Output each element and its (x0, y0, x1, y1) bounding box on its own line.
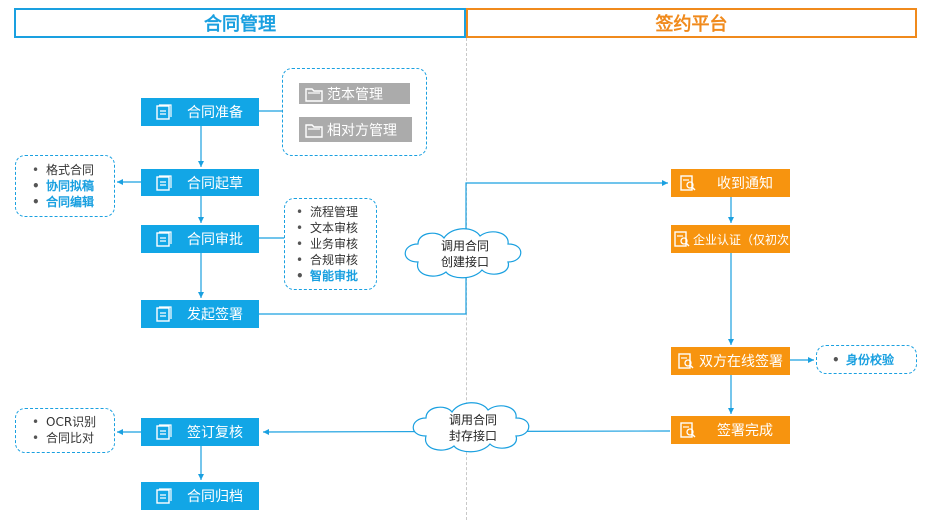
document-icon (156, 424, 172, 440)
step-initiate-signing[interactable]: 发起签署 (141, 300, 259, 328)
step-contract-approve[interactable]: 合同审批 (141, 225, 259, 253)
step-receive-notice[interactable]: 收到通知 (671, 169, 790, 197)
step-initiate-signing-label: 发起签署 (187, 307, 243, 323)
step-contract-archive-label: 合同归档 (187, 489, 243, 505)
document-icon (156, 306, 172, 322)
feature-smart-approval: 智能审批 (294, 268, 358, 284)
sign-features-frame (816, 345, 917, 374)
feature-process-management: 流程管理 (294, 204, 358, 220)
feature-business-review: 业务审核 (294, 236, 358, 252)
counterparty-management-label: 相对方管理 (327, 122, 397, 139)
feature-ocr-recognition: OCR识别 (30, 414, 96, 430)
cloud-create-line2: 创建接口 (440, 255, 489, 269)
step-contract-prepare-label: 合同准备 (187, 105, 243, 121)
draft-features-frame (15, 155, 115, 217)
sign-features-list: 身份校验 (830, 352, 894, 368)
review-features-list: OCR识别 合同比对 (30, 414, 96, 446)
template-management-label: 范本管理 (327, 86, 383, 103)
cloud-create-label: 调用合同 创建接口 (420, 238, 510, 270)
feature-collaborative-drafting: 协同拟稿 (30, 178, 94, 194)
feature-compliance-review: 合规审核 (294, 252, 358, 268)
document-icon (156, 231, 172, 247)
feature-text-review: 文本审核 (294, 220, 358, 236)
cloud-archive-label: 调用合同 封存接口 (428, 412, 518, 444)
feature-format-contract: 格式合同 (30, 162, 94, 178)
step-contract-draft-label: 合同起草 (187, 175, 243, 192)
counterparty-management-box[interactable]: 相对方管理 (299, 117, 412, 142)
step-contract-draft[interactable]: 合同起草 (141, 169, 259, 196)
cloud-archive-line2: 封存接口 (448, 429, 497, 443)
header-signing-platform: 签约平台 (466, 8, 917, 38)
document-search-icon (678, 353, 694, 369)
approve-features-list: 流程管理 文本审核 业务审核 合规审核 智能审批 (294, 204, 358, 284)
step-signing-complete-label: 签署完成 (717, 423, 773, 439)
document-icon (156, 488, 172, 504)
cloud-archive-interface (412, 402, 530, 453)
review-features-frame (15, 408, 115, 453)
document-icon (156, 174, 172, 191)
prepare-group-frame (282, 68, 427, 156)
step-signing-review[interactable]: 签订复核 (141, 418, 259, 446)
cloud-create-line1: 调用合同 (440, 239, 489, 253)
step-signing-complete[interactable]: 签署完成 (671, 416, 790, 444)
document-search-icon (674, 231, 690, 247)
document-icon (156, 104, 172, 120)
header-contract-management: 合同管理 (14, 8, 466, 38)
folder-icon (305, 87, 323, 102)
step-company-auth[interactable]: 企业认证（仅初次 (671, 225, 790, 253)
template-management-box[interactable]: 范本管理 (299, 83, 410, 104)
step-online-signing[interactable]: 双方在线签署 (671, 347, 790, 375)
cloud-archive-line1: 调用合同 (448, 413, 497, 427)
folder-icon (305, 123, 323, 138)
step-online-signing-label: 双方在线签署 (699, 354, 783, 370)
step-contract-archive[interactable]: 合同归档 (141, 482, 259, 510)
step-company-auth-label: 企业认证（仅初次 (693, 232, 790, 247)
approve-features-frame (284, 198, 377, 290)
document-search-icon (680, 422, 696, 438)
step-receive-notice-label: 收到通知 (717, 176, 773, 192)
cloud-create-interface (404, 228, 522, 279)
feature-identity-verification: 身份校验 (830, 352, 894, 368)
step-contract-approve-label: 合同审批 (187, 232, 243, 248)
feature-contract-editing: 合同编辑 (30, 194, 94, 210)
step-signing-review-label: 签订复核 (187, 425, 243, 441)
document-search-icon (680, 175, 696, 191)
feature-contract-compare: 合同比对 (30, 430, 96, 446)
draft-features-list: 格式合同 协同拟稿 合同编辑 (30, 162, 94, 210)
step-contract-prepare[interactable]: 合同准备 (141, 98, 259, 126)
